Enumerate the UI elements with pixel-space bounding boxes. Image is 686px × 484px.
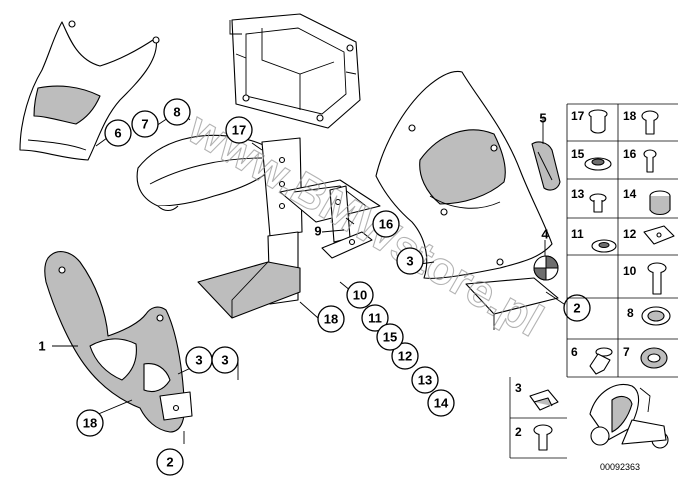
svg-text:15: 15 [383, 330, 397, 345]
svg-text:16: 16 [379, 217, 393, 232]
small-bracket [321, 185, 373, 259]
grid-label-13: 13 [571, 187, 585, 201]
svg-text:2: 2 [573, 301, 580, 316]
svg-text:9: 9 [314, 224, 321, 239]
svg-text:14: 14 [434, 396, 449, 411]
svg-text:4: 4 [541, 227, 549, 242]
screw-2-icon [533, 424, 553, 451]
grommet-8-icon [641, 306, 671, 326]
grid-label-14: 14 [623, 187, 637, 201]
grid-label-17: 17 [571, 109, 585, 123]
callout-8: 8 [163, 98, 191, 126]
grid-label-10: 10 [623, 264, 637, 278]
screw-13-icon [589, 193, 607, 213]
svg-text:18: 18 [324, 312, 338, 327]
clip-12-icon [643, 225, 675, 245]
callout-10: 10 [346, 281, 374, 309]
callout-18-center: 18 [317, 305, 345, 333]
washer-15-icon [584, 157, 612, 171]
grid-label-18: 18 [623, 109, 637, 123]
clip-nut-3-icon [529, 389, 559, 411]
grid-label-3: 3 [515, 381, 522, 395]
washer-11-icon [591, 239, 617, 253]
scooter-thumbnail [589, 384, 669, 449]
callout-3-center: 3 [396, 247, 424, 275]
svg-text:18: 18 [83, 416, 97, 431]
frame-bracket [229, 13, 361, 129]
large-bracket [44, 251, 193, 433]
screw-10-icon [647, 262, 667, 295]
grid-label-11: 11 [571, 227, 584, 241]
svg-text:6: 6 [114, 126, 121, 141]
grid-label-12: 12 [623, 227, 637, 241]
grid-label-6: 6 [571, 345, 578, 359]
callout-3-right: 3 [211, 346, 239, 374]
reflector [531, 141, 561, 191]
svg-text:2: 2 [166, 455, 173, 470]
grid-label-16: 16 [623, 147, 637, 161]
svg-text:11: 11 [368, 311, 382, 326]
svg-text:3: 3 [195, 353, 202, 368]
mounting-plate [197, 137, 381, 319]
emblem [533, 255, 559, 281]
screw-18-icon [641, 110, 659, 135]
callout-1: 1 [38, 339, 45, 354]
callout-3-left: 3 [185, 346, 213, 374]
grid-label-7: 7 [623, 345, 630, 359]
grid-label-8: 8 [627, 306, 634, 320]
callout-2-bottom: 2 [156, 448, 184, 476]
svg-text:3: 3 [406, 254, 413, 269]
screw-16-icon [643, 149, 657, 173]
callout-17: 17 [225, 116, 253, 144]
callout-16: 16 [372, 210, 400, 238]
svg-text:5: 5 [539, 111, 546, 126]
callout-18-left: 18 [76, 409, 104, 437]
callout-2-right: 2 [563, 294, 591, 322]
callout-14: 14 [427, 389, 455, 417]
grommet-14-icon [649, 190, 671, 216]
callout-9: 9 [314, 224, 321, 239]
grid-label-2: 2 [515, 425, 522, 439]
reference-code: 00092363 [600, 462, 640, 472]
trim-cover [19, 20, 160, 161]
svg-text:3: 3 [221, 353, 228, 368]
grommet-7-icon [640, 347, 668, 369]
callout-7: 7 [131, 110, 159, 138]
callout-11: 11 [361, 304, 389, 332]
callout-13: 13 [411, 366, 439, 394]
callout-6: 6 [104, 119, 132, 147]
side-fairing [375, 70, 559, 330]
parts-grid: 17 18 15 16 13 14 11 12 10 8 6 7 3 2 [509, 103, 678, 459]
callout-15: 15 [376, 323, 404, 351]
callout-4: 4 [541, 227, 549, 242]
plug-6-icon [589, 347, 613, 375]
svg-text:10: 10 [353, 288, 367, 303]
grid-label-15: 15 [571, 147, 585, 161]
svg-text:7: 7 [141, 117, 148, 132]
svg-text:12: 12 [398, 349, 412, 364]
callout-5: 5 [539, 111, 546, 126]
screw-17-icon [588, 109, 608, 134]
svg-text:13: 13 [418, 373, 432, 388]
callout-12: 12 [391, 342, 419, 370]
svg-text:8: 8 [173, 105, 180, 120]
svg-text:1: 1 [38, 339, 45, 354]
svg-text:17: 17 [232, 123, 246, 138]
